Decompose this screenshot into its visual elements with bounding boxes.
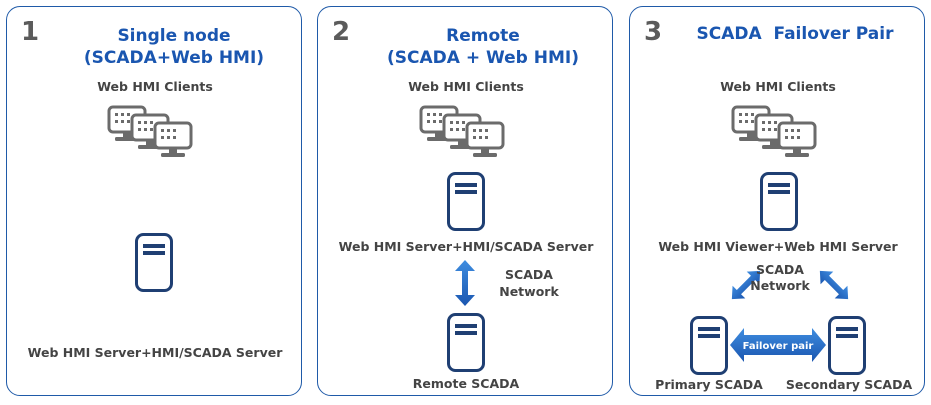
panel-title-line1: Single node [117, 26, 231, 46]
panel-single-node: 1 Single node (SCADA+Web HMI) Web HMI Cl… [6, 6, 302, 396]
network-label: SCADA Network [740, 262, 820, 294]
panel-title: Single node (SCADA+Web HMI) [47, 25, 301, 69]
panel-title: SCADA Failover Pair [696, 24, 894, 44]
server-tower-icon [828, 316, 866, 375]
panel-number: 3 [644, 17, 663, 47]
server-label: Web HMI Server+HMI/SCADA Server [27, 345, 283, 360]
panel-title-line2: (SCADA + Web HMI) [387, 48, 579, 68]
server-tower-icon [690, 316, 728, 375]
computer-cluster-icon [419, 105, 505, 159]
network-label-line1: SCADA [505, 267, 553, 282]
clients-label: Web HMI Clients [720, 79, 836, 94]
failover-arrow-icon: Failover pair [730, 328, 826, 362]
panel-failover-pair: 3 SCADA Failover Pair Web HMI Clients We… [629, 6, 925, 396]
double-arrow-icon [455, 260, 475, 306]
panel-remote: 2 Remote (SCADA + Web HMI) Web HMI Clien… [317, 6, 613, 396]
server-label: Web HMI Viewer+Web HMI Server [658, 239, 898, 254]
server-label: Web HMI Server+HMI/SCADA Server [338, 239, 594, 254]
primary-scada-label: Primary SCADA [655, 377, 763, 392]
panel-number: 1 [21, 17, 40, 47]
server-tower-icon [447, 313, 485, 372]
network-label-line2: Network [750, 278, 810, 293]
clients-label: Web HMI Clients [408, 79, 524, 94]
panel-number: 2 [332, 17, 351, 47]
server-tower-icon [760, 172, 798, 231]
panel-title: Remote (SCADA + Web HMI) [358, 25, 608, 69]
panel-title-line1: Remote [446, 26, 520, 46]
network-label-line2: Network [499, 284, 559, 299]
computer-cluster-icon [107, 105, 193, 159]
server-tower-icon [447, 172, 485, 231]
remote-scada-label: Remote SCADA [412, 376, 520, 391]
server-tower-icon [135, 233, 173, 292]
clients-label: Web HMI Clients [97, 79, 213, 94]
network-label: SCADA Network [486, 266, 572, 300]
panel-title-line2: (SCADA+Web HMI) [83, 48, 265, 68]
failover-label: Failover pair [743, 341, 814, 352]
double-arrow-icon [731, 270, 761, 300]
network-label-line1: SCADA [756, 262, 804, 277]
computer-cluster-icon [731, 105, 817, 159]
double-arrow-icon [819, 270, 849, 300]
secondary-scada-label: Secondary SCADA [785, 377, 913, 392]
